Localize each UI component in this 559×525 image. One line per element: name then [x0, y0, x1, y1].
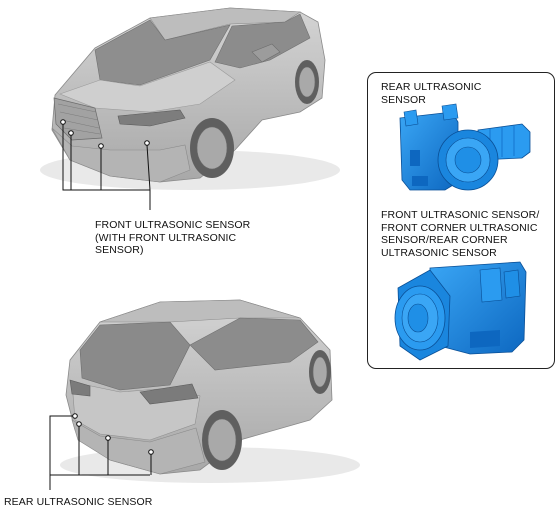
- front-sensor-point-1: [60, 119, 66, 125]
- rear-sensor-point-4: [148, 449, 154, 455]
- rear-ultrasonic-sensor-illustration: [399, 103, 531, 191]
- rear-sensor-point-1: [72, 413, 78, 419]
- rear-sensor-point-3: [105, 435, 111, 441]
- sensor-detail-panel: [367, 72, 555, 369]
- rear-sensor-leaders: [49, 413, 154, 490]
- front-ultrasonic-sensor-label: FRONT ULTRASONIC SENSOR (WITH FRONT ULTR…: [95, 219, 251, 256]
- front-sensor-point-3: [98, 143, 104, 149]
- rear-sensor-point-2: [76, 421, 82, 427]
- front-sensor-leaders: [60, 119, 151, 210]
- front-car-illustration: [40, 7, 340, 190]
- front-ultrasonic-sensor-illustration: [394, 261, 527, 361]
- front-sensor-point-2: [68, 130, 74, 136]
- panel-rear-sensor-label: REAR ULTRASONIC SENSOR: [381, 81, 482, 106]
- front-sensor-point-4: [144, 140, 150, 146]
- rear-ultrasonic-sensor-label: REAR ULTRASONIC SENSOR: [4, 496, 153, 508]
- rear-car-illustration: [60, 299, 360, 483]
- panel-front-sensor-label: FRONT ULTRASONIC SENSOR/ FRONT CORNER UL…: [381, 209, 540, 259]
